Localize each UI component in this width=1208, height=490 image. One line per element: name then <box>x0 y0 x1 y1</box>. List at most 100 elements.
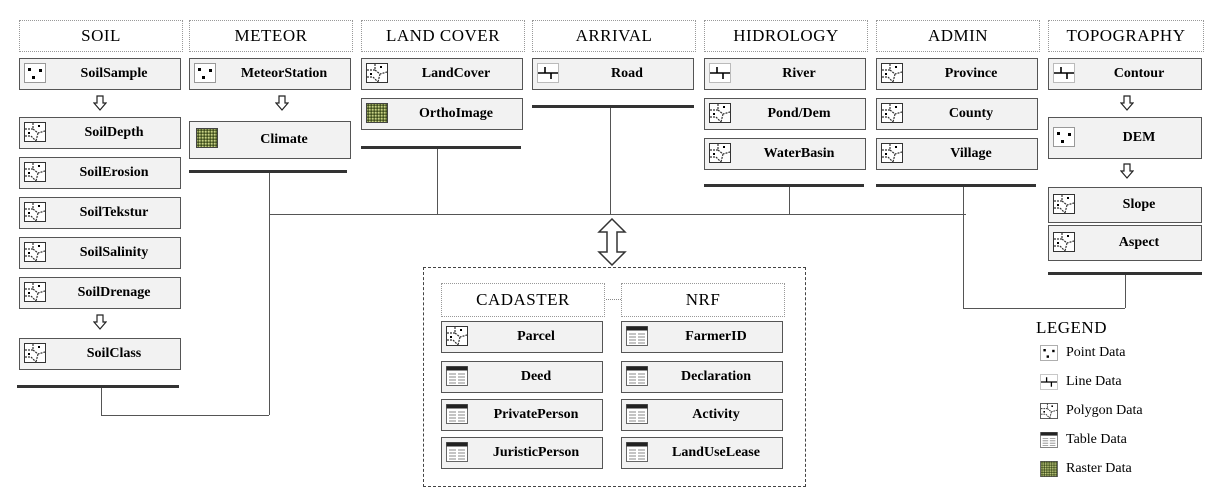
layer-soildepth[interactable]: SoilDepth <box>19 117 181 149</box>
layer-label: OrthoImage <box>419 106 493 121</box>
layer-province[interactable]: Province <box>876 58 1038 90</box>
layer-parcel[interactable]: Parcel <box>441 321 603 353</box>
polygon-data-icon <box>1040 403 1058 419</box>
layer-deed[interactable]: Deed <box>441 361 603 393</box>
layer-river[interactable]: River <box>704 58 866 90</box>
topography-baseline <box>1048 272 1202 275</box>
point-data-icon <box>194 63 216 83</box>
connector-soil-bottom <box>101 415 269 416</box>
admin-title: ADMIN <box>876 20 1040 52</box>
layer-ponddem[interactable]: Pond/Dem <box>704 98 866 130</box>
nrf-title: NRF <box>621 283 785 317</box>
layer-label: Village <box>950 146 992 161</box>
layer-aspect[interactable]: Aspect <box>1048 225 1202 261</box>
layer-label: SoilDrenage <box>77 285 151 300</box>
polygon-data-icon <box>24 282 46 302</box>
table-data-icon <box>446 404 468 424</box>
layer-contour[interactable]: Contour <box>1048 58 1202 90</box>
layer-label: SoilDepth <box>84 125 144 140</box>
line-data-icon <box>709 63 731 83</box>
polygon-data-icon <box>446 326 468 346</box>
layer-label: River <box>782 66 816 81</box>
arrival-title: ARRIVAL <box>532 20 696 52</box>
raster-data-icon <box>366 103 388 123</box>
layer-slope[interactable]: Slope <box>1048 187 1202 223</box>
layer-soildrenage[interactable]: SoilDrenage <box>19 277 181 309</box>
arrival-baseline <box>532 105 694 108</box>
connector-admin <box>963 187 964 308</box>
meteor-baseline <box>189 170 347 173</box>
layer-road[interactable]: Road <box>532 58 694 90</box>
legend-label: Line Data <box>1066 374 1122 389</box>
layer-privateperson[interactable]: PrivatePerson <box>441 399 603 431</box>
layer-label: County <box>948 106 994 121</box>
connector-soil <box>101 388 102 415</box>
hidrology-title: HIDROLOGY <box>704 20 868 52</box>
layer-label: Aspect <box>1118 235 1160 250</box>
layer-label: SoilSample <box>80 66 148 81</box>
connector-meteor <box>269 173 270 415</box>
raster-data-icon <box>1040 461 1058 477</box>
layer-label: Climate <box>260 132 308 147</box>
layer-label: MeteorStation <box>240 66 328 81</box>
layer-climate[interactable]: Climate <box>189 121 351 159</box>
table-data-icon <box>1040 432 1058 448</box>
layer-juristicperson[interactable]: JuristicPerson <box>441 437 603 469</box>
legend-label: Polygon Data <box>1066 403 1143 418</box>
layer-orthoimage[interactable]: OrthoImage <box>361 98 523 130</box>
point-data-icon <box>24 63 46 83</box>
layer-dem[interactable]: DEM <box>1048 117 1202 159</box>
layer-landcover[interactable]: LandCover <box>361 58 523 90</box>
cadaster-title: CADASTER <box>441 283 605 317</box>
down-arrow-icon <box>93 314 107 330</box>
layer-meteorstation[interactable]: MeteorStation <box>189 58 351 90</box>
connector-topo-bottom <box>963 308 1125 309</box>
layer-label: Declaration <box>681 369 751 384</box>
layer-label: Pond/Dem <box>767 106 831 121</box>
layer-label: JuristicPerson <box>492 445 580 460</box>
legend-label: Raster Data <box>1066 461 1132 476</box>
layer-label: SoilErosion <box>79 165 149 180</box>
soil-baseline <box>17 385 179 388</box>
layer-label: Activity <box>692 407 740 422</box>
landcover-title: LAND COVER <box>361 20 525 52</box>
legend-label: Point Data <box>1066 345 1126 360</box>
topography-title: TOPOGRAPHY <box>1048 20 1204 52</box>
layer-label: Contour <box>1113 66 1165 81</box>
layer-waterbasin[interactable]: WaterBasin <box>704 138 866 170</box>
connector-bus <box>269 214 966 215</box>
layer-label: Road <box>611 66 643 81</box>
layer-label: WaterBasin <box>763 146 835 161</box>
layer-landuselease[interactable]: LandUseLease <box>621 437 783 469</box>
polygon-data-icon <box>709 103 731 123</box>
soil-title: SOIL <box>19 20 183 52</box>
layer-village[interactable]: Village <box>876 138 1038 170</box>
admin-baseline <box>876 184 1036 187</box>
table-data-icon <box>446 366 468 386</box>
layer-county[interactable]: County <box>876 98 1038 130</box>
layer-soilsample[interactable]: SoilSample <box>19 58 181 90</box>
line-data-icon <box>1040 374 1058 390</box>
bidirectional-arrow-icon <box>597 218 627 266</box>
layer-declaration[interactable]: Declaration <box>621 361 783 393</box>
line-data-icon <box>537 63 559 83</box>
layer-soilclass[interactable]: SoilClass <box>19 338 181 370</box>
layer-soilerosion[interactable]: SoilErosion <box>19 157 181 189</box>
layer-farmerid[interactable]: FarmerID <box>621 321 783 353</box>
polygon-data-icon <box>24 343 46 363</box>
legend-label: Table Data <box>1066 432 1127 447</box>
layer-activity[interactable]: Activity <box>621 399 783 431</box>
meteor-title: METEOR <box>189 20 353 52</box>
landcover-baseline <box>361 146 521 149</box>
polygon-data-icon <box>709 143 731 163</box>
down-arrow-icon <box>1120 163 1134 179</box>
layer-soilsalinity[interactable]: SoilSalinity <box>19 237 181 269</box>
connector-landcover <box>437 149 438 214</box>
core-dataset-box <box>423 267 806 487</box>
layer-soiltekstur[interactable]: SoilTekstur <box>19 197 181 229</box>
layer-label: SoilTekstur <box>79 205 149 220</box>
connector-arrival <box>610 108 611 214</box>
connector-hidrology <box>789 187 790 214</box>
polygon-data-icon <box>24 202 46 222</box>
layer-label: FarmerID <box>685 329 747 344</box>
